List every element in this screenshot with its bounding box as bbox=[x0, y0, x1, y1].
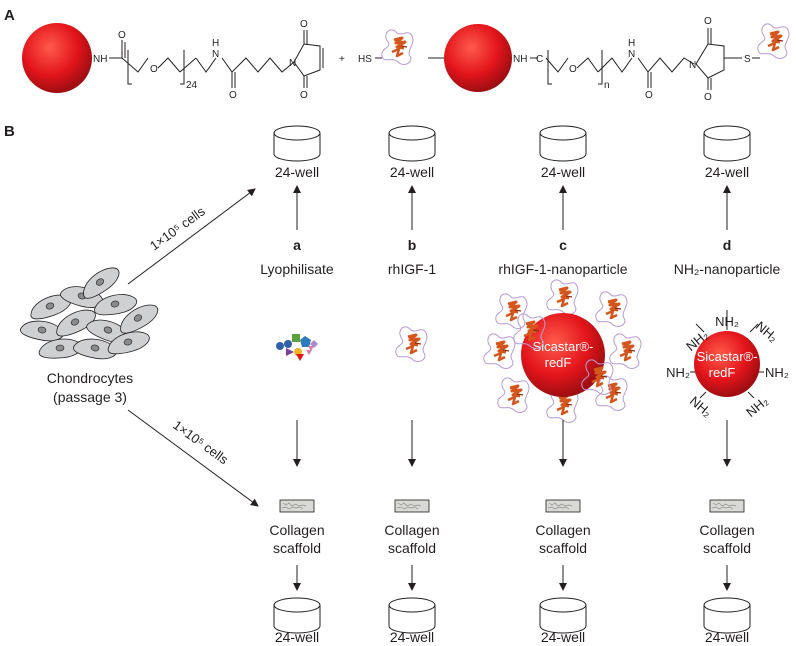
right-n-succ-label: N bbox=[689, 60, 696, 71]
rhigf1-protein-icon bbox=[394, 325, 429, 363]
scaffold-line1: Collagen bbox=[269, 522, 324, 538]
right-o-carbonyl-label: O bbox=[645, 90, 653, 101]
igf-nanoparticle-icon bbox=[482, 278, 643, 424]
column-name: NH₂-nanoparticle bbox=[674, 261, 781, 277]
well-top-icon bbox=[539, 125, 587, 162]
arrow-top-cells-label: 1×10⁵ cells bbox=[147, 203, 208, 253]
column-name: rhIGF-1 bbox=[388, 261, 436, 277]
arrow-bottom-cells-label: 1×10⁵ cells bbox=[170, 417, 231, 467]
particle-label-line2: redF bbox=[709, 365, 736, 380]
right-repeat-label: n bbox=[604, 80, 610, 91]
scaffold-line2: scaffold bbox=[539, 540, 587, 556]
left-o-mal-top-label: O bbox=[300, 19, 308, 30]
amine-nanoparticle-icon bbox=[690, 310, 764, 399]
chondrocyte-cluster-icon bbox=[18, 261, 163, 363]
well-top-label: 24-well bbox=[541, 164, 585, 180]
column-letter: d bbox=[723, 237, 732, 253]
right-s-label: S bbox=[744, 54, 751, 65]
column-b: 24-well b rhIGF-1 Collagen scaffold 24-w… bbox=[384, 125, 440, 645]
scaffold-line2: scaffold bbox=[703, 540, 751, 556]
right-h-label: H bbox=[628, 38, 635, 49]
column-c: 24-well c rhIGF-1-nanoparticle Sicastar®… bbox=[482, 125, 643, 645]
right-c-label: C bbox=[536, 54, 543, 65]
ligand-label-top: NH₂ bbox=[715, 314, 739, 329]
scaffold-icon bbox=[279, 499, 315, 513]
scaffold-line2: scaffold bbox=[273, 540, 321, 556]
well-top-label: 24-well bbox=[275, 164, 319, 180]
left-n-mal-label: N bbox=[289, 58, 296, 69]
left-nh-label: NH bbox=[93, 54, 107, 65]
well-top-icon bbox=[388, 125, 436, 162]
well-bottom-icon bbox=[539, 597, 587, 634]
ligand-label-right: NH₂ bbox=[765, 365, 789, 380]
well-bottom-label: 24-well bbox=[390, 629, 434, 645]
well-top-label: 24-well bbox=[390, 164, 434, 180]
scaffold-line1: Collagen bbox=[535, 522, 590, 538]
column-name: Lyophilisate bbox=[260, 261, 334, 277]
particle-label-line1: Sicastar®- bbox=[533, 339, 594, 354]
scaffold-line2: scaffold bbox=[388, 540, 436, 556]
panel-b-label: B bbox=[4, 123, 15, 140]
column-name: rhIGF-1-nanoparticle bbox=[498, 261, 627, 277]
well-top-icon bbox=[703, 125, 751, 162]
right-o-bottom-label: O bbox=[704, 92, 712, 103]
plus-sign: + bbox=[339, 54, 345, 65]
column-d: 24-well d NH₂-nanoparticle NH₂ NH₂ NH₂ N… bbox=[666, 125, 789, 645]
left-o-top-label: O bbox=[118, 30, 126, 41]
thiol-protein-icon bbox=[380, 28, 415, 66]
thiol-hs-label: HS bbox=[358, 54, 372, 65]
ligand-label-left: NH₂ bbox=[666, 365, 690, 380]
well-bottom-label: 24-well bbox=[541, 629, 585, 645]
conjugate-nanoparticle bbox=[444, 24, 512, 92]
ligand-label-lower-left: NH₂ bbox=[687, 393, 715, 420]
scaffold-icon bbox=[709, 499, 745, 513]
conjugate-protein-icon bbox=[756, 22, 791, 60]
nanoparticle-sphere bbox=[22, 23, 92, 93]
ligand-label-upper-right: NH₂ bbox=[753, 318, 781, 345]
scaffold-line1: Collagen bbox=[384, 522, 439, 538]
well-bottom-icon bbox=[703, 597, 751, 634]
well-top-icon bbox=[273, 125, 321, 162]
left-o-ring-label: O bbox=[150, 64, 158, 75]
scaffold-icon bbox=[545, 499, 581, 513]
well-bottom-icon bbox=[388, 597, 436, 634]
scaffold-line1: Collagen bbox=[699, 522, 754, 538]
left-repeat-label: 24 bbox=[186, 80, 198, 91]
particle-label-line2: redF bbox=[545, 355, 572, 370]
well-bottom-label: 24-well bbox=[705, 629, 749, 645]
well-bottom-label: 24-well bbox=[275, 629, 319, 645]
right-nh-label: NH bbox=[513, 54, 527, 65]
ligand-label-lower-right: NH₂ bbox=[743, 393, 771, 420]
left-n-label: N bbox=[212, 49, 219, 60]
right-o-ring-label: O bbox=[569, 64, 577, 75]
panel-a-label: A bbox=[4, 7, 15, 24]
arrow-to-scaffold bbox=[127, 409, 259, 507]
column-a: 24-well a Lyophilisate Collagen scaffold… bbox=[260, 125, 334, 645]
column-letter: b bbox=[408, 237, 417, 253]
product-conjugate: NH C O n H N O N O O S bbox=[444, 16, 791, 103]
passage-label: (passage 3) bbox=[53, 389, 127, 405]
lyophilisate-shapes-icon bbox=[276, 334, 318, 361]
chondrocytes-label: Chondrocytes bbox=[47, 370, 133, 386]
column-letter: a bbox=[293, 237, 301, 253]
left-h-label: H bbox=[212, 38, 219, 49]
column-letter: c bbox=[559, 237, 567, 253]
left-o-carbonyl-label: O bbox=[229, 90, 237, 101]
well-top-label: 24-well bbox=[705, 164, 749, 180]
right-o-top-label: O bbox=[704, 16, 712, 27]
scaffold-icon bbox=[394, 499, 430, 513]
left-o-mal-bottom-label: O bbox=[300, 90, 308, 101]
reactant-nanoparticle: NH O O 24 H N O N O O bbox=[22, 19, 324, 101]
right-n-label: N bbox=[628, 49, 635, 60]
arrow-to-well bbox=[127, 188, 256, 285]
well-bottom-icon bbox=[273, 597, 321, 634]
particle-label-line1: Sicastar®- bbox=[697, 349, 758, 364]
